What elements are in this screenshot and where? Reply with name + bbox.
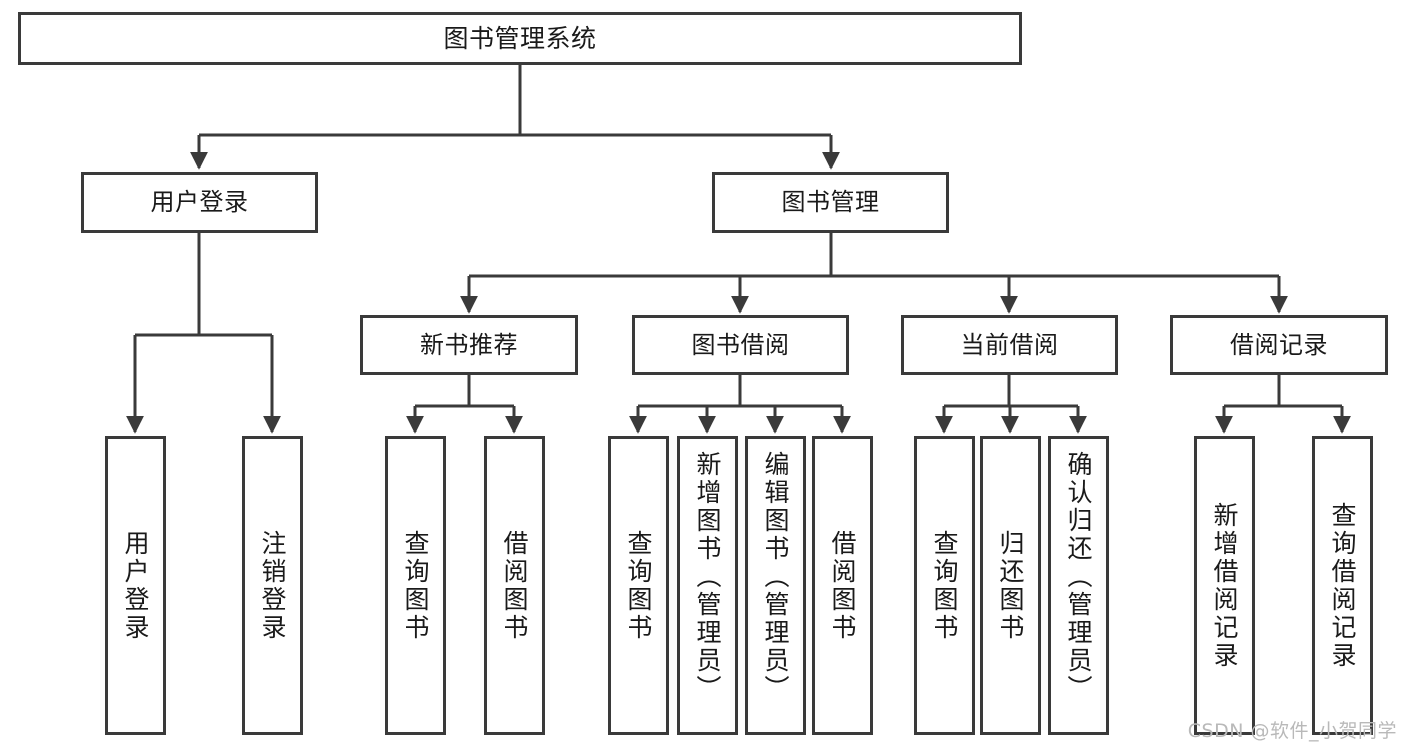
leaf-logout-login[interactable]: 注销登录 bbox=[242, 436, 303, 735]
node-new-book-recommend[interactable]: 新书推荐 bbox=[360, 315, 578, 375]
leaf-query-book-current[interactable]: 查询图书 bbox=[914, 436, 975, 735]
node-label: 新书推荐 bbox=[420, 330, 518, 359]
node-book-borrow[interactable]: 图书借阅 bbox=[632, 315, 849, 375]
node-borrow-record[interactable]: 借阅记录 bbox=[1170, 315, 1388, 375]
node-user-login[interactable]: 用户登录 bbox=[81, 172, 318, 233]
node-label: 确认归还（管理员） bbox=[1064, 451, 1093, 703]
leaf-user-login[interactable]: 用户登录 bbox=[105, 436, 166, 735]
node-label: 借阅图书 bbox=[828, 529, 857, 642]
node-label: 图书借阅 bbox=[691, 330, 790, 359]
node-label: 查询图书 bbox=[930, 529, 959, 642]
node-book-management[interactable]: 图书管理 bbox=[712, 172, 949, 233]
node-label: 查询借阅记录 bbox=[1328, 501, 1357, 670]
node-label: 新增图书（管理员） bbox=[693, 451, 722, 703]
node-root-book-management-system[interactable]: 图书管理系统 bbox=[18, 12, 1022, 65]
node-label: 图书管理系统 bbox=[443, 23, 597, 53]
leaf-add-borrow-record[interactable]: 新增借阅记录 bbox=[1194, 436, 1255, 735]
node-label: 新增借阅记录 bbox=[1210, 501, 1239, 670]
leaf-confirm-return-admin[interactable]: 确认归还（管理员） bbox=[1048, 436, 1109, 735]
node-label: 查询图书 bbox=[401, 529, 430, 642]
node-label: 用户登录 bbox=[150, 188, 249, 217]
node-label: 查询图书 bbox=[624, 529, 653, 642]
node-label: 当前借阅 bbox=[960, 330, 1059, 359]
leaf-query-borrow-record[interactable]: 查询借阅记录 bbox=[1312, 436, 1373, 735]
node-label: 注销登录 bbox=[258, 529, 287, 642]
leaf-return-book[interactable]: 归还图书 bbox=[980, 436, 1041, 735]
node-label: 编辑图书（管理员） bbox=[761, 451, 790, 703]
node-current-borrow[interactable]: 当前借阅 bbox=[901, 315, 1118, 375]
node-label: 归还图书 bbox=[996, 529, 1025, 642]
leaf-edit-book-admin[interactable]: 编辑图书（管理员） bbox=[745, 436, 806, 735]
leaf-borrow-book-recommend[interactable]: 借阅图书 bbox=[484, 436, 545, 735]
node-label: 用户登录 bbox=[121, 529, 150, 642]
node-label: 图书管理 bbox=[781, 188, 880, 217]
leaf-query-book-borrow[interactable]: 查询图书 bbox=[608, 436, 669, 735]
leaf-query-book-recommend[interactable]: 查询图书 bbox=[385, 436, 446, 735]
leaf-borrow-book-borrow[interactable]: 借阅图书 bbox=[812, 436, 873, 735]
node-label: 借阅图书 bbox=[500, 529, 529, 642]
watermark: CSDN @软件_小贺同学 bbox=[1187, 720, 1397, 742]
node-label: 借阅记录 bbox=[1230, 330, 1328, 359]
leaf-add-book-admin[interactable]: 新增图书（管理员） bbox=[677, 436, 738, 735]
